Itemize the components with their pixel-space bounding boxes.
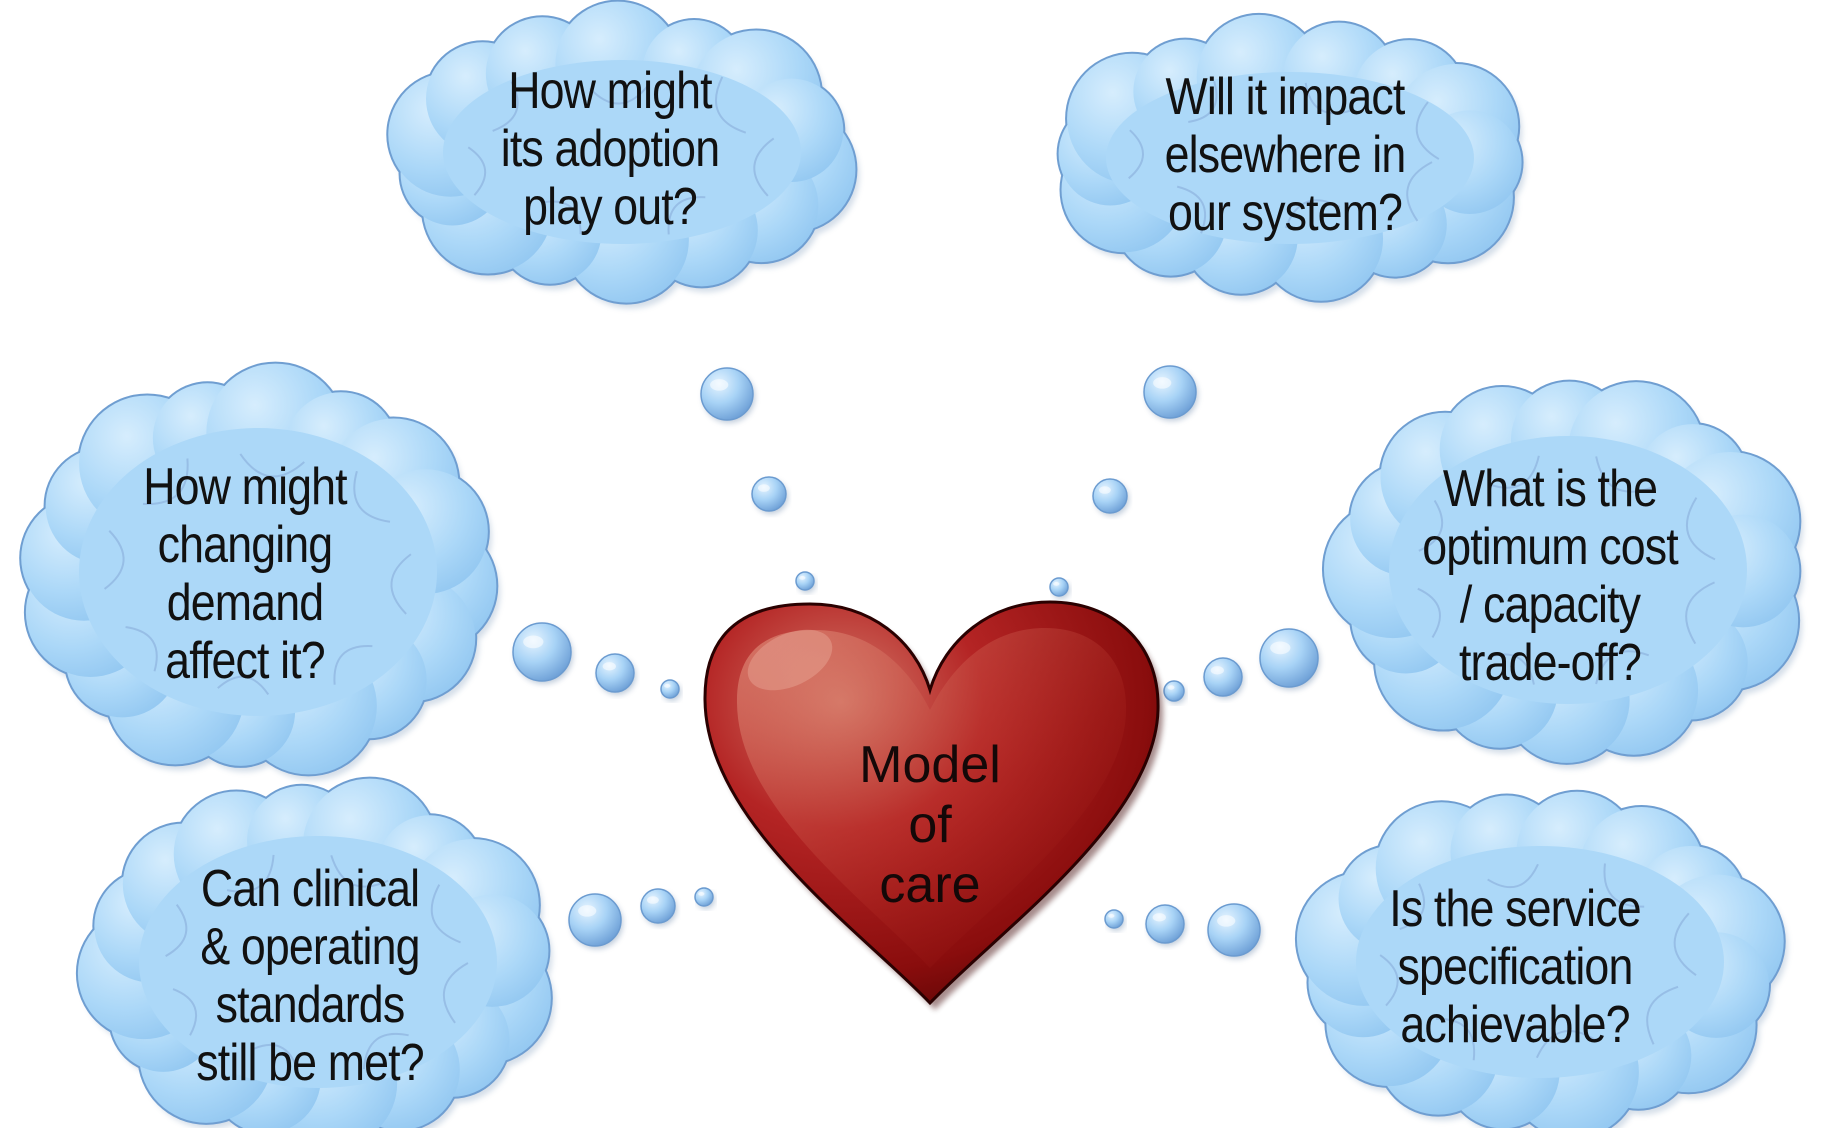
thought-bubble	[595, 653, 636, 695]
thought-adoption-text: How might its adoption play out?	[464, 62, 756, 236]
thought-line: Will it impact	[1165, 68, 1406, 126]
thought-line: standards	[215, 976, 406, 1034]
thought-cloud-demand	[19, 361, 501, 781]
thought-bubble	[1049, 577, 1070, 599]
thought-line: demand	[166, 574, 324, 632]
heart-shape	[703, 600, 1164, 1010]
thought-line: What is the	[1442, 460, 1658, 518]
thought-demand-text: How might changing demand affect it?	[116, 458, 374, 690]
thought-bubble	[1203, 657, 1244, 699]
thought-line: still be met?	[196, 1034, 424, 1092]
thought-line: Is the service	[1389, 880, 1641, 938]
thought-cloud-standards	[75, 776, 555, 1133]
thought-bubble	[512, 622, 573, 684]
thought-bubble	[1104, 909, 1125, 931]
thought-cost-text: What is the optimum cost / capacity trad…	[1404, 460, 1696, 692]
thought-bubble	[1163, 680, 1186, 704]
thought-line: optimum cost	[1422, 518, 1678, 576]
thought-bubble	[660, 679, 681, 701]
thought-bubble	[1145, 904, 1186, 946]
thought-line: How might	[508, 62, 712, 120]
thought-cloud-impact	[1056, 12, 1526, 307]
thought-bubble	[751, 476, 788, 514]
thought-line: its adoption	[500, 120, 720, 178]
thought-bubble	[640, 888, 677, 926]
thought-line: play out?	[523, 178, 698, 236]
thought-line: achievable?	[1400, 996, 1630, 1054]
thought-line: specification	[1397, 938, 1634, 996]
thought-bubble	[694, 887, 715, 909]
thought-bubble	[795, 571, 816, 593]
thought-bubble	[700, 367, 755, 423]
thought-line: changing	[157, 516, 334, 574]
thought-line: our system?	[1167, 184, 1403, 242]
thought-impact-text: Will it impact elsewhere in our system?	[1135, 68, 1436, 242]
thought-bubble	[1207, 903, 1262, 959]
thought-specification-text: Is the service specification achievable?	[1365, 880, 1666, 1054]
thought-line: & operating	[200, 918, 420, 976]
thought-line: How might	[143, 458, 347, 516]
thought-cloud-cost	[1321, 379, 1804, 769]
thought-bubble	[568, 893, 623, 949]
thought-cloud-adoption	[386, 0, 860, 309]
thought-bubble	[1143, 365, 1198, 421]
thought-bubble	[1092, 478, 1129, 516]
heart-label-line: Model	[859, 736, 1001, 794]
thought-line: affect it?	[165, 632, 325, 690]
heart-label-line: care	[879, 856, 981, 914]
thought-line: / capacity	[1459, 576, 1641, 634]
thought-line: elsewhere in	[1164, 126, 1407, 184]
thought-line: trade-off?	[1458, 634, 1642, 692]
thought-bubble	[1259, 628, 1320, 690]
thought-standards-text: Can clinical & operating standards still…	[164, 860, 456, 1092]
heart-label: Model of care	[800, 735, 1060, 915]
thought-cloud-specification	[1294, 789, 1788, 1133]
heart-label-line: of	[908, 796, 952, 854]
thought-line: Can clinical	[200, 860, 420, 918]
